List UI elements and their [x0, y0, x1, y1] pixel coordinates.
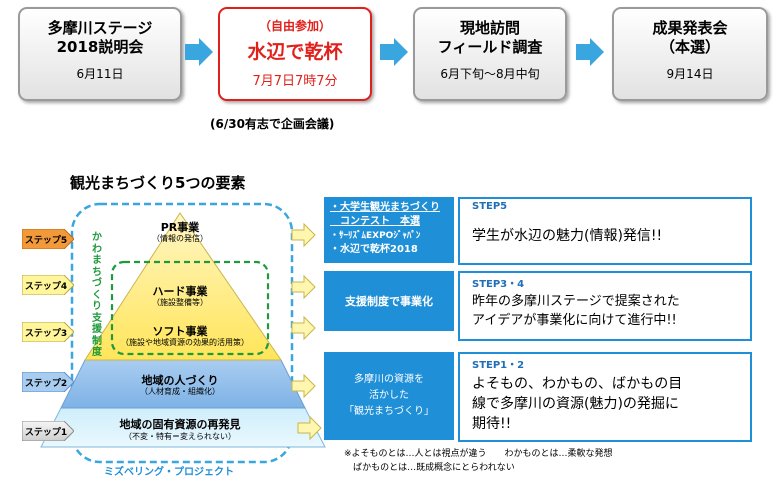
- timeline-item-presentation: 成果発表会 （本選） 9月14日: [612, 7, 768, 101]
- layer-people-title: 地域の人づくり: [141, 374, 219, 387]
- step-tab-1: ステップ1: [22, 421, 74, 441]
- survey-title-line2: フィールド調査: [437, 38, 543, 56]
- layer-base-sub: （不変・特有＝変えられない）: [124, 432, 236, 441]
- support-label: かわまちづくり支援制度: [92, 232, 102, 358]
- layer-people-sub: （人材育成・組織化）: [140, 387, 220, 396]
- layer-hard-sub: （施設整備等）: [152, 298, 208, 307]
- step-tab-4: ステップ4: [22, 275, 74, 295]
- timeline-item-briefing: 多摩川ステージ 2018説明会 6月11日: [18, 7, 182, 101]
- briefing-title-line2: 2018説明会: [56, 38, 144, 56]
- layer-hard-title: ハード事業: [152, 285, 208, 298]
- presentation-title-line1: 成果発表会: [652, 19, 728, 37]
- survey-title-line1: 現地訪問: [459, 19, 520, 37]
- layer-upper-shape: [84, 212, 282, 361]
- program-tourism-line1: 多摩川の資源を: [354, 374, 424, 385]
- program-pr-line3: ・ｻｰﾘｽﾞﾑEXPOｼﾞｬﾊﾟﾝ: [330, 231, 421, 241]
- step-tab-2-label: ステップ2: [24, 378, 68, 389]
- arrow-right-icon: [291, 373, 316, 399]
- footnote-line2: ばかものとは…既成概念にとらわれない: [344, 463, 515, 473]
- kanpai-tag: （自由参加）: [258, 19, 331, 33]
- step-tab-1-label: ステップ1: [24, 427, 68, 438]
- program-support-line1: 支援制度で事業化: [345, 295, 433, 308]
- step12-box: STEP1・2 よそもの、わかもの、ばかもの目 線で多摩川の資源(魅力)の発掘に…: [458, 352, 752, 442]
- program-tourism-line3: 「観光まちづくり」: [344, 406, 434, 417]
- misc-project-label: ミズベリング・プロジェクト: [104, 467, 234, 478]
- survey-date: 6月下旬〜8月中旬: [440, 67, 540, 81]
- kanpai-note: (6/30有志で企画会議): [210, 117, 335, 131]
- arrow-right-icon: [380, 38, 408, 66]
- step-tab-4-label: ステップ4: [24, 281, 68, 292]
- arrow-right-icon: [291, 274, 316, 300]
- layer-soft-sub: （施設や地域資源の効果的活用策）: [121, 338, 249, 347]
- presentation-title-line2: （本選）: [659, 38, 720, 56]
- layer-soft-title: ソフト事業: [152, 325, 208, 338]
- timeline-item-kanpai: （自由参加） 水辺で乾杯 7月7日7時7分: [218, 7, 372, 101]
- step-tab-2: ステップ2: [22, 372, 74, 392]
- layer-base-title: 地域の固有資源の再発見: [119, 418, 241, 431]
- step-tab-5: ステップ5: [22, 229, 74, 249]
- footnote-line1: ※よそものとは…人とは視点が違う わかものとは…柔軟な発想: [344, 449, 613, 459]
- step34-label: STEP3・4: [472, 279, 525, 290]
- kanpai-date: 7月7日7時7分: [252, 74, 338, 89]
- program-pr-line2: コンテスト 本選: [330, 216, 420, 227]
- briefing-title-line1: 多摩川ステージ: [47, 19, 153, 37]
- step34-box: STEP3・4 昨年の多摩川ステージで提案された アイデアが事業化に向けて進行中…: [458, 271, 752, 341]
- step12-text-line2: 線で多摩川の資源(魅力)の発掘に: [472, 396, 679, 412]
- step12-text-line1: よそもの、わかもの、ばかもの目: [472, 376, 683, 392]
- step12-text-line3: 期待!!: [472, 416, 512, 432]
- step12-label: STEP1・2: [472, 360, 525, 371]
- layer-pr-title: PR事業: [160, 221, 200, 234]
- kanpai-title: 水辺で乾杯: [247, 41, 343, 63]
- step-tab-5-label: ステップ5: [24, 235, 68, 246]
- program-box-pr: ・大学生観光まちづくり コンテスト 本選 ・ｻｰﾘｽﾞﾑEXPOｼﾞｬﾊﾟﾝ ・…: [324, 197, 454, 263]
- program-pr-line1: ・大学生観光まちづくり: [330, 202, 440, 213]
- pyramid-heading: 観光まちづくり5つの要素: [70, 174, 246, 192]
- arrow-right-icon: [185, 38, 213, 66]
- step-tab-3-label: ステップ3: [24, 328, 68, 339]
- program-pr-line4: ・水辺で乾杯2018: [330, 244, 418, 255]
- timeline-item-field-survey: 現地訪問 フィールド調査 6月下旬〜8月中旬: [413, 7, 567, 101]
- step-tab-3: ステップ3: [22, 322, 74, 342]
- program-box-support: 支援制度で事業化: [324, 271, 454, 331]
- step5-box: STEP5 学生が水辺の魅力(情報)発信!!: [458, 197, 752, 265]
- program-tourism-line2: 活かした: [369, 390, 409, 401]
- briefing-date: 6月11日: [76, 67, 124, 81]
- program-box-tourism: 多摩川の資源を 活かした 「観光まちづくり」: [324, 352, 454, 440]
- support-frame: [110, 260, 270, 356]
- step5-text: 学生が水辺の魅力(情報)発信!!: [472, 228, 663, 244]
- arrow-right-icon: [576, 38, 604, 66]
- presentation-date: 9月14日: [666, 67, 714, 81]
- layer-pr-sub: （情報の発信）: [152, 234, 208, 243]
- step5-label: STEP5: [472, 201, 508, 212]
- step34-text-line1: 昨年の多摩川ステージで提案された: [472, 294, 680, 309]
- arrow-right-icon: [297, 415, 322, 441]
- arrow-right-icon: [291, 315, 316, 341]
- step34-text-line2: アイデアが事業化に向けて進行中!!: [472, 313, 677, 328]
- arrow-right-icon: [291, 222, 316, 248]
